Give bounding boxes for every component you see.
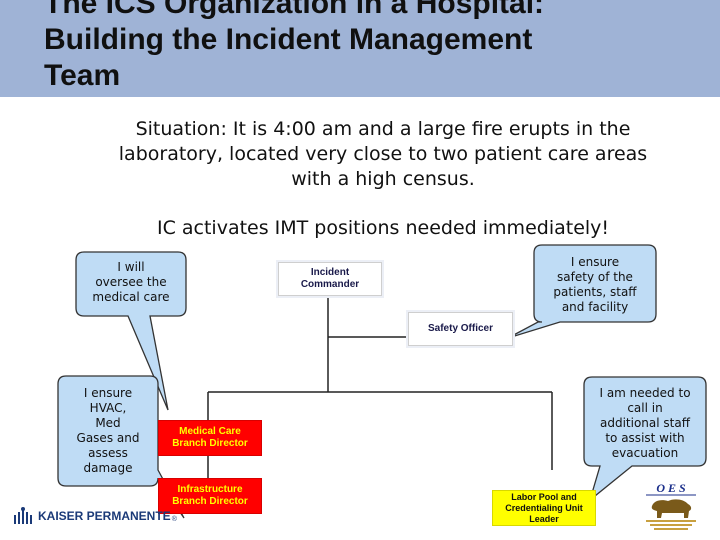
title-line-3: Team (44, 59, 121, 92)
bear-icon (651, 499, 692, 518)
callout-line: medical care (92, 290, 170, 304)
title-banner: The ICS Organization in a Hospital: Buil… (0, 0, 720, 97)
medical-care-branch-box: Medical Care Branch Director (158, 420, 262, 456)
callout-line: Gases and (76, 431, 140, 445)
kaiser-sun-icon (14, 507, 32, 524)
labor-callout-text: I am needed to call in additional staff … (584, 386, 706, 461)
callout-line: to assist with (605, 431, 685, 445)
callout-line: assess (88, 446, 128, 460)
medical-care-line-1: Medical Care (179, 426, 241, 437)
labor-pool-line-3: Leader (529, 513, 559, 524)
callout-line: call in (627, 401, 663, 415)
callout-line: I am needed to (599, 386, 691, 400)
medical-callout-text: I will oversee the medical care (76, 260, 186, 305)
callout-line: oversee the (95, 275, 167, 289)
infrastructure-line-2: Branch Director (172, 496, 248, 507)
situation-line-2: laboratory, located very close to two pa… (118, 143, 648, 165)
safety-callout-bubble (507, 244, 657, 339)
callout-line: I ensure (570, 255, 620, 269)
callout-line: and facility (561, 300, 629, 314)
situation-line-1: Situation: It is 4:00 am and a large fir… (135, 118, 631, 140)
incident-commander-line-1: Incident (310, 267, 350, 278)
situation-text: Situation: It is 4:00 am and a large fir… (80, 117, 686, 192)
medical-callout-bubble (75, 251, 187, 411)
activation-text: IC activates IMT positions needed immedi… (156, 217, 610, 239)
labor-pool-line-1: Labor Pool and (511, 491, 577, 502)
kaiser-permanente-logo: KAISER PERMANENTE ® (12, 506, 177, 526)
callout-line: damage (83, 461, 133, 475)
infrastructure-branch-box: Infrastructure Branch Director (158, 478, 262, 514)
kaiser-wordmark: KAISER PERMANENTE (38, 509, 171, 523)
callout-line: evacuation (611, 446, 679, 460)
medical-care-line-2: Branch Director (172, 438, 248, 449)
callout-line: additional staff (600, 416, 690, 430)
oes-letters: O E S (656, 481, 686, 495)
callout-line: Med (95, 416, 121, 430)
callout-line: patients, staff (553, 285, 637, 299)
incident-commander-box: Incident Commander (278, 262, 382, 296)
incident-commander-line-2: Commander (300, 279, 360, 290)
slide-title: The ICS Organization in a Hospital: Buil… (44, 0, 704, 94)
callout-line: safety of the (557, 270, 633, 284)
callout-line: HVAC, (89, 401, 127, 415)
safety-officer-box: Safety Officer (408, 312, 513, 346)
callout-line: I will (117, 260, 145, 274)
situation-line-3: with a high census. (291, 168, 475, 190)
oes-seal-logo: O E S (646, 481, 696, 530)
safety-officer-label: Safety Officer (427, 323, 494, 334)
infrastructure-callout-text: I ensure HVAC, Med Gases and assess dama… (58, 386, 158, 476)
infrastructure-line-1: Infrastructure (177, 484, 243, 495)
title-line-1: The ICS Organization in a Hospital: (44, 0, 545, 20)
title-line-2: Building the Incident Management (44, 23, 533, 56)
registered-mark: ® (171, 515, 177, 523)
labor-pool-box: Labor Pool and Credentialing Unit Leader (492, 490, 596, 526)
infrastructure-callout-bubble (57, 375, 185, 519)
labor-pool-line-2: Credentialing Unit (505, 502, 583, 513)
labor-callout-bubble (583, 376, 707, 502)
safety-callout-text: I ensure safety of the patients, staff a… (534, 255, 656, 315)
callout-line: I ensure (83, 386, 133, 400)
